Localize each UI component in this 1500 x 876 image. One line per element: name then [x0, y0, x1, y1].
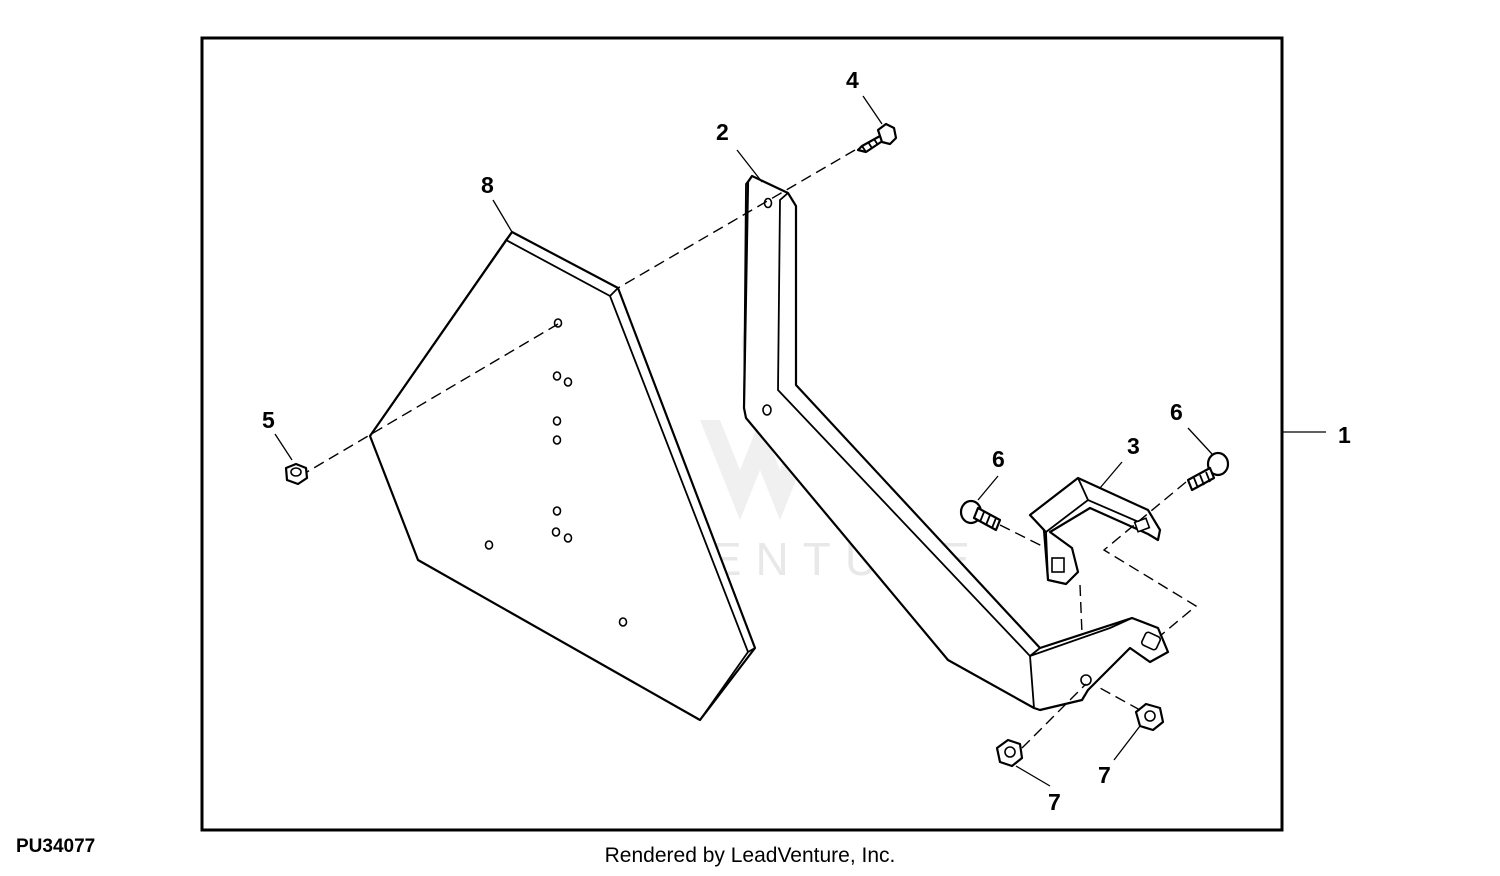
- callout-3: 3: [1127, 433, 1140, 459]
- plate-part-8: [368, 230, 757, 722]
- callout-7-left: 7: [1048, 789, 1061, 815]
- credit-text: Rendered by LeadVenture, Inc.: [604, 844, 896, 867]
- plate-holes: [484, 318, 628, 627]
- nut-part-7-left: [995, 738, 1024, 768]
- callout-1: 1: [1338, 422, 1351, 448]
- callout-4: 4: [846, 67, 859, 93]
- callout-5: 5: [262, 407, 275, 433]
- callout-8: 8: [481, 172, 494, 198]
- nut-part-5: [284, 462, 309, 486]
- callout-6-left: 6: [992, 446, 1005, 472]
- bolt-part-6-right: [1186, 451, 1230, 492]
- callout-2: 2: [716, 119, 729, 145]
- callout-7-right: 7: [1098, 762, 1111, 788]
- clamp-part-3: [1028, 476, 1162, 586]
- bracket-part-2: [742, 174, 1170, 712]
- bolt-part-4: [856, 122, 898, 154]
- diagram-frame: [200, 36, 1284, 832]
- bolt-part-6-left: [959, 499, 1002, 532]
- assembly-lines: [306, 149, 1198, 749]
- callout-labels: 1 2 3 4 5 6 6 7 7 8: [262, 67, 1351, 815]
- figure-id: PU34077: [16, 836, 96, 857]
- leader-lines: [274, 95, 1326, 787]
- callout-6-right: 6: [1170, 399, 1183, 425]
